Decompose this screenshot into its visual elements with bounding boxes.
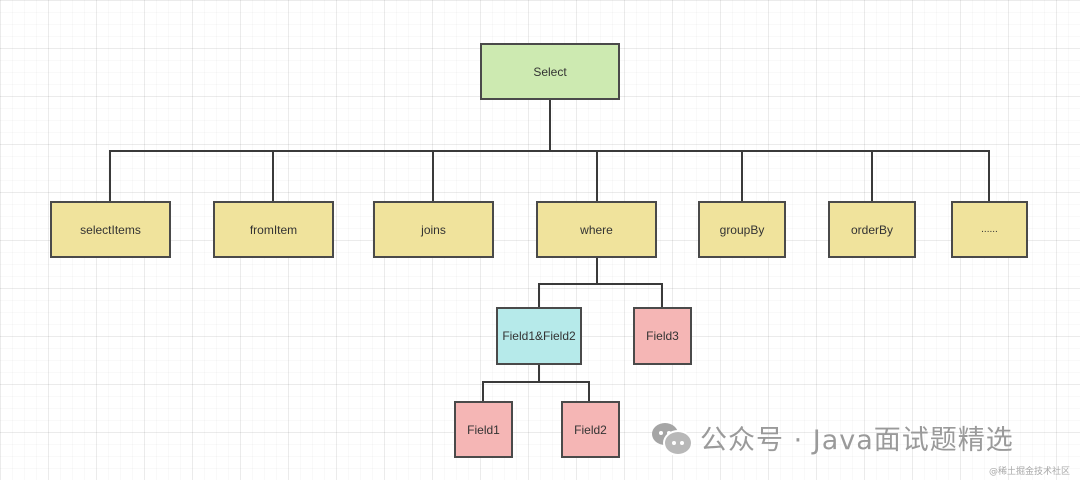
connector-where-down [596, 257, 598, 284]
connector-ellipsis [988, 150, 990, 201]
watermark-text: 公众号 · Java面试题精选 [700, 425, 1014, 456]
connector-selectitems [109, 150, 111, 201]
connector-level1-bus [109, 150, 990, 152]
connector-field12-down [538, 364, 540, 383]
node-orderby: orderBy [828, 201, 916, 258]
connector-field12 [538, 283, 540, 307]
watermark: 公众号 · Java面试题精选 [652, 418, 1014, 457]
connector-groupby [741, 150, 743, 201]
node-field3: Field3 [633, 307, 692, 365]
connector-joins [432, 150, 434, 201]
wechat-icon [652, 421, 693, 456]
connector-orderby [871, 150, 873, 201]
node-select: Select [480, 43, 620, 100]
node-where: where [536, 201, 657, 258]
connector-fromitem [272, 150, 274, 201]
node-field2: Field2 [561, 401, 620, 458]
connector-field12-bus [482, 381, 590, 383]
node-groupby: groupBy [698, 201, 786, 258]
connector-field1 [482, 381, 484, 401]
node-field1-field2: Field1&Field2 [496, 307, 582, 365]
node-ellipsis: ...... [951, 201, 1028, 258]
connector-field2 [588, 381, 590, 401]
connector-field3 [661, 283, 663, 307]
node-selectitems: selectItems [50, 201, 171, 258]
node-fromitem: fromItem [213, 201, 334, 258]
connector-where [596, 150, 598, 201]
node-joins: joins [373, 201, 494, 258]
connector-root-down [549, 99, 551, 151]
credit-text: @稀土掘金技术社区 [988, 467, 1070, 477]
node-field1: Field1 [454, 401, 513, 458]
connector-where-bus [538, 283, 662, 285]
